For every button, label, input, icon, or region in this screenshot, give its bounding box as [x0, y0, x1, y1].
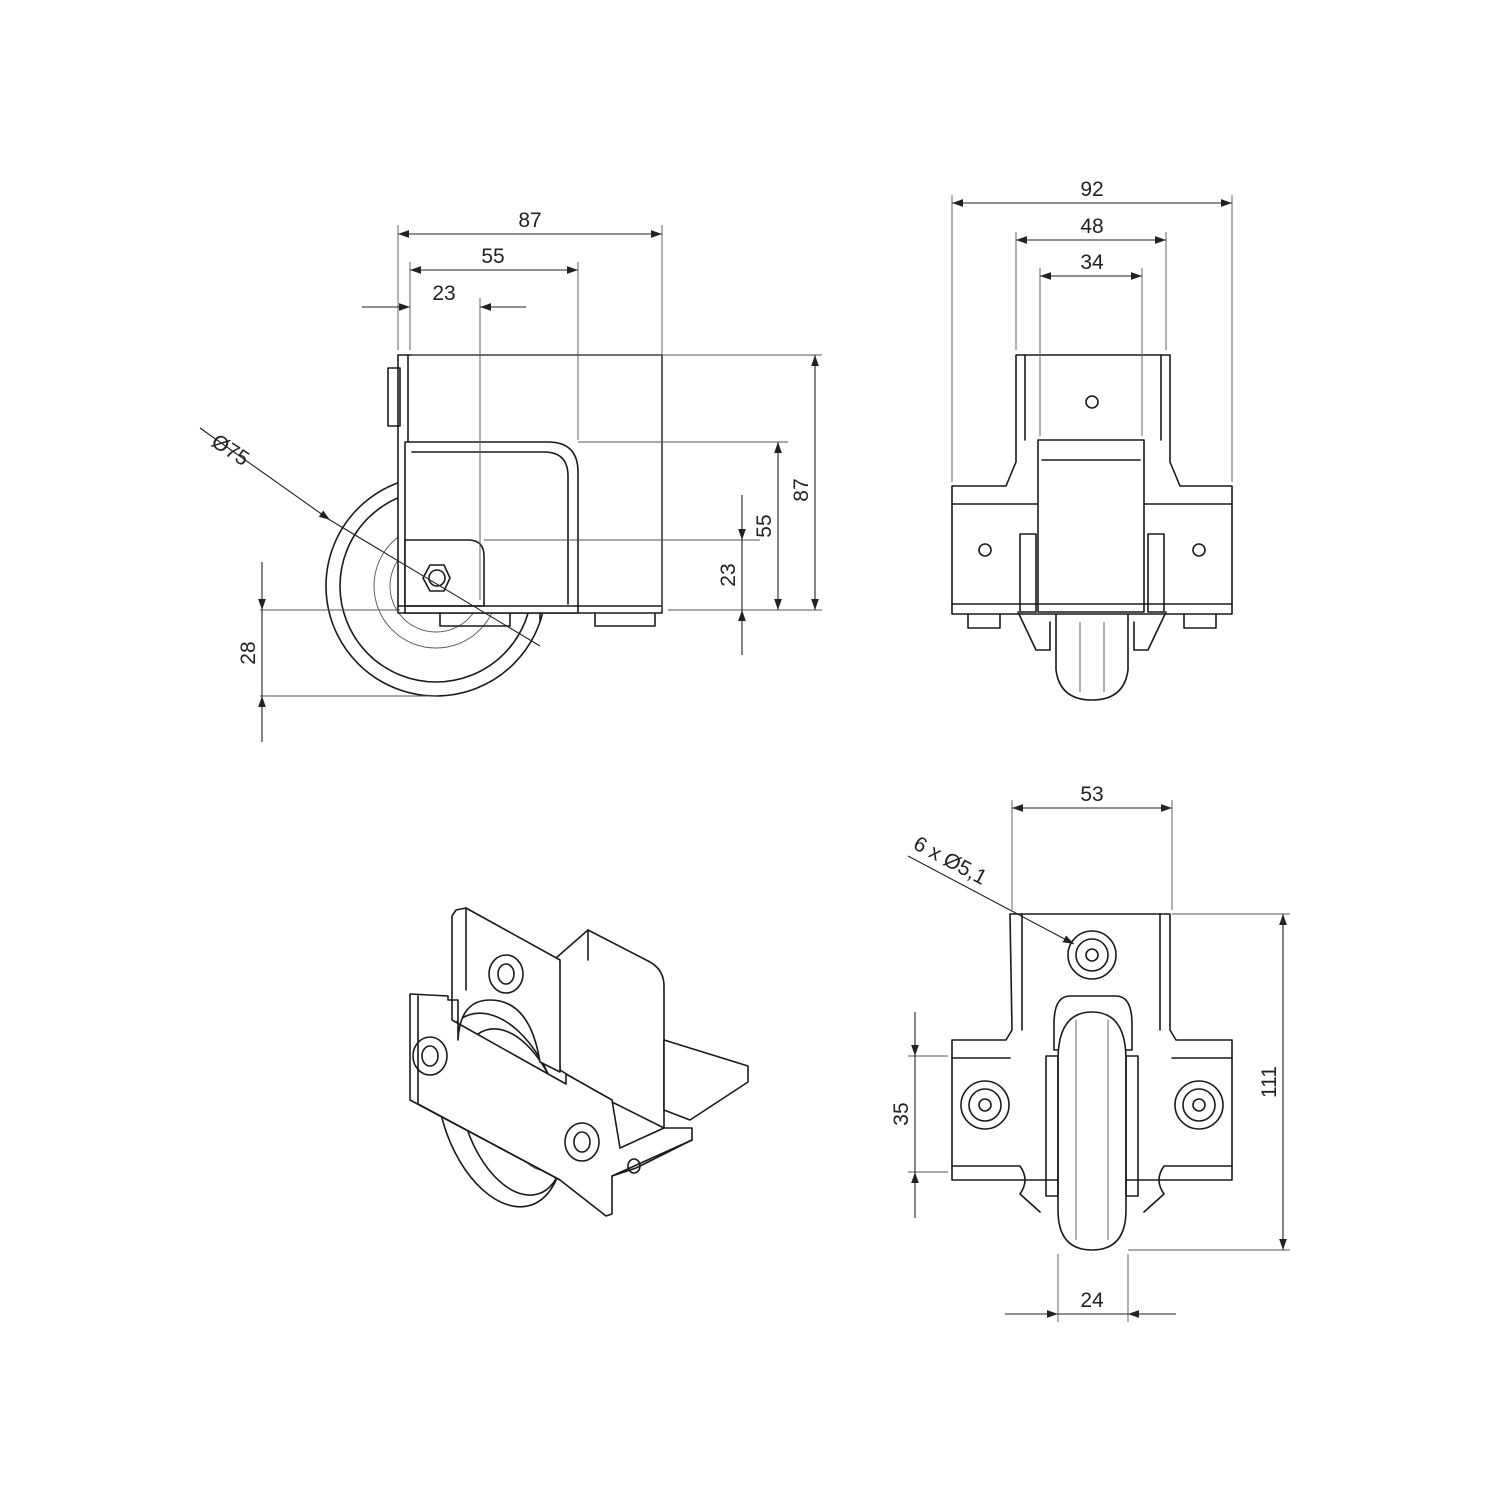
- isometric-bracket: [409, 907, 693, 1217]
- side-horizontal-dimensions: [362, 225, 663, 610]
- dim-low-height: 23: [717, 563, 740, 586]
- dim-short-length: 23: [432, 282, 455, 305]
- axle-nut: [422, 564, 451, 592]
- front-view-bracket: [951, 354, 1233, 651]
- dim-flange-height: 35: [890, 1102, 913, 1125]
- wheel-diameter-leader: [199, 427, 541, 647]
- dim-wheel-diameter: Ø75: [207, 430, 253, 471]
- dim-bracket-width: 48: [1080, 215, 1103, 238]
- isometric-view: [409, 907, 749, 1217]
- dim-mid-height: 55: [753, 514, 776, 537]
- side-vertical-dimensions: [258, 354, 822, 742]
- front-view-wheel: [1055, 611, 1129, 701]
- dim-wheel-width: 24: [1080, 1289, 1104, 1312]
- isometric-housing: [555, 929, 749, 1129]
- dim-mid-length: 55: [481, 245, 504, 268]
- dim-overall-length: 87: [518, 209, 541, 232]
- dim-overall-depth: 111: [1258, 1066, 1281, 1098]
- dim-overall-width: 92: [1080, 178, 1103, 201]
- dim-hole-pitch: 53: [1080, 783, 1103, 806]
- bottom-view: 53 111 35 24 6 x Ø5,1: [890, 783, 1290, 1322]
- front-horizontal-dimensions: [951, 195, 1233, 482]
- bottom-view-wheel: [1045, 1011, 1139, 1251]
- bottom-dimensions: [907, 800, 1290, 1322]
- dim-hole-spec: 6 x Ø5,1: [910, 832, 991, 890]
- dim-housing-width: 34: [1080, 251, 1104, 274]
- bottom-view-holes: [960, 930, 1224, 1130]
- dim-overall-height: 87: [790, 478, 813, 501]
- dim-wheel-offset: 28: [237, 641, 260, 664]
- front-view: 92 48 34: [951, 178, 1233, 701]
- side-view: 87 55 23 Ø75 87 55 23 28: [199, 209, 822, 742]
- isometric-mounting-holes: [412, 954, 641, 1174]
